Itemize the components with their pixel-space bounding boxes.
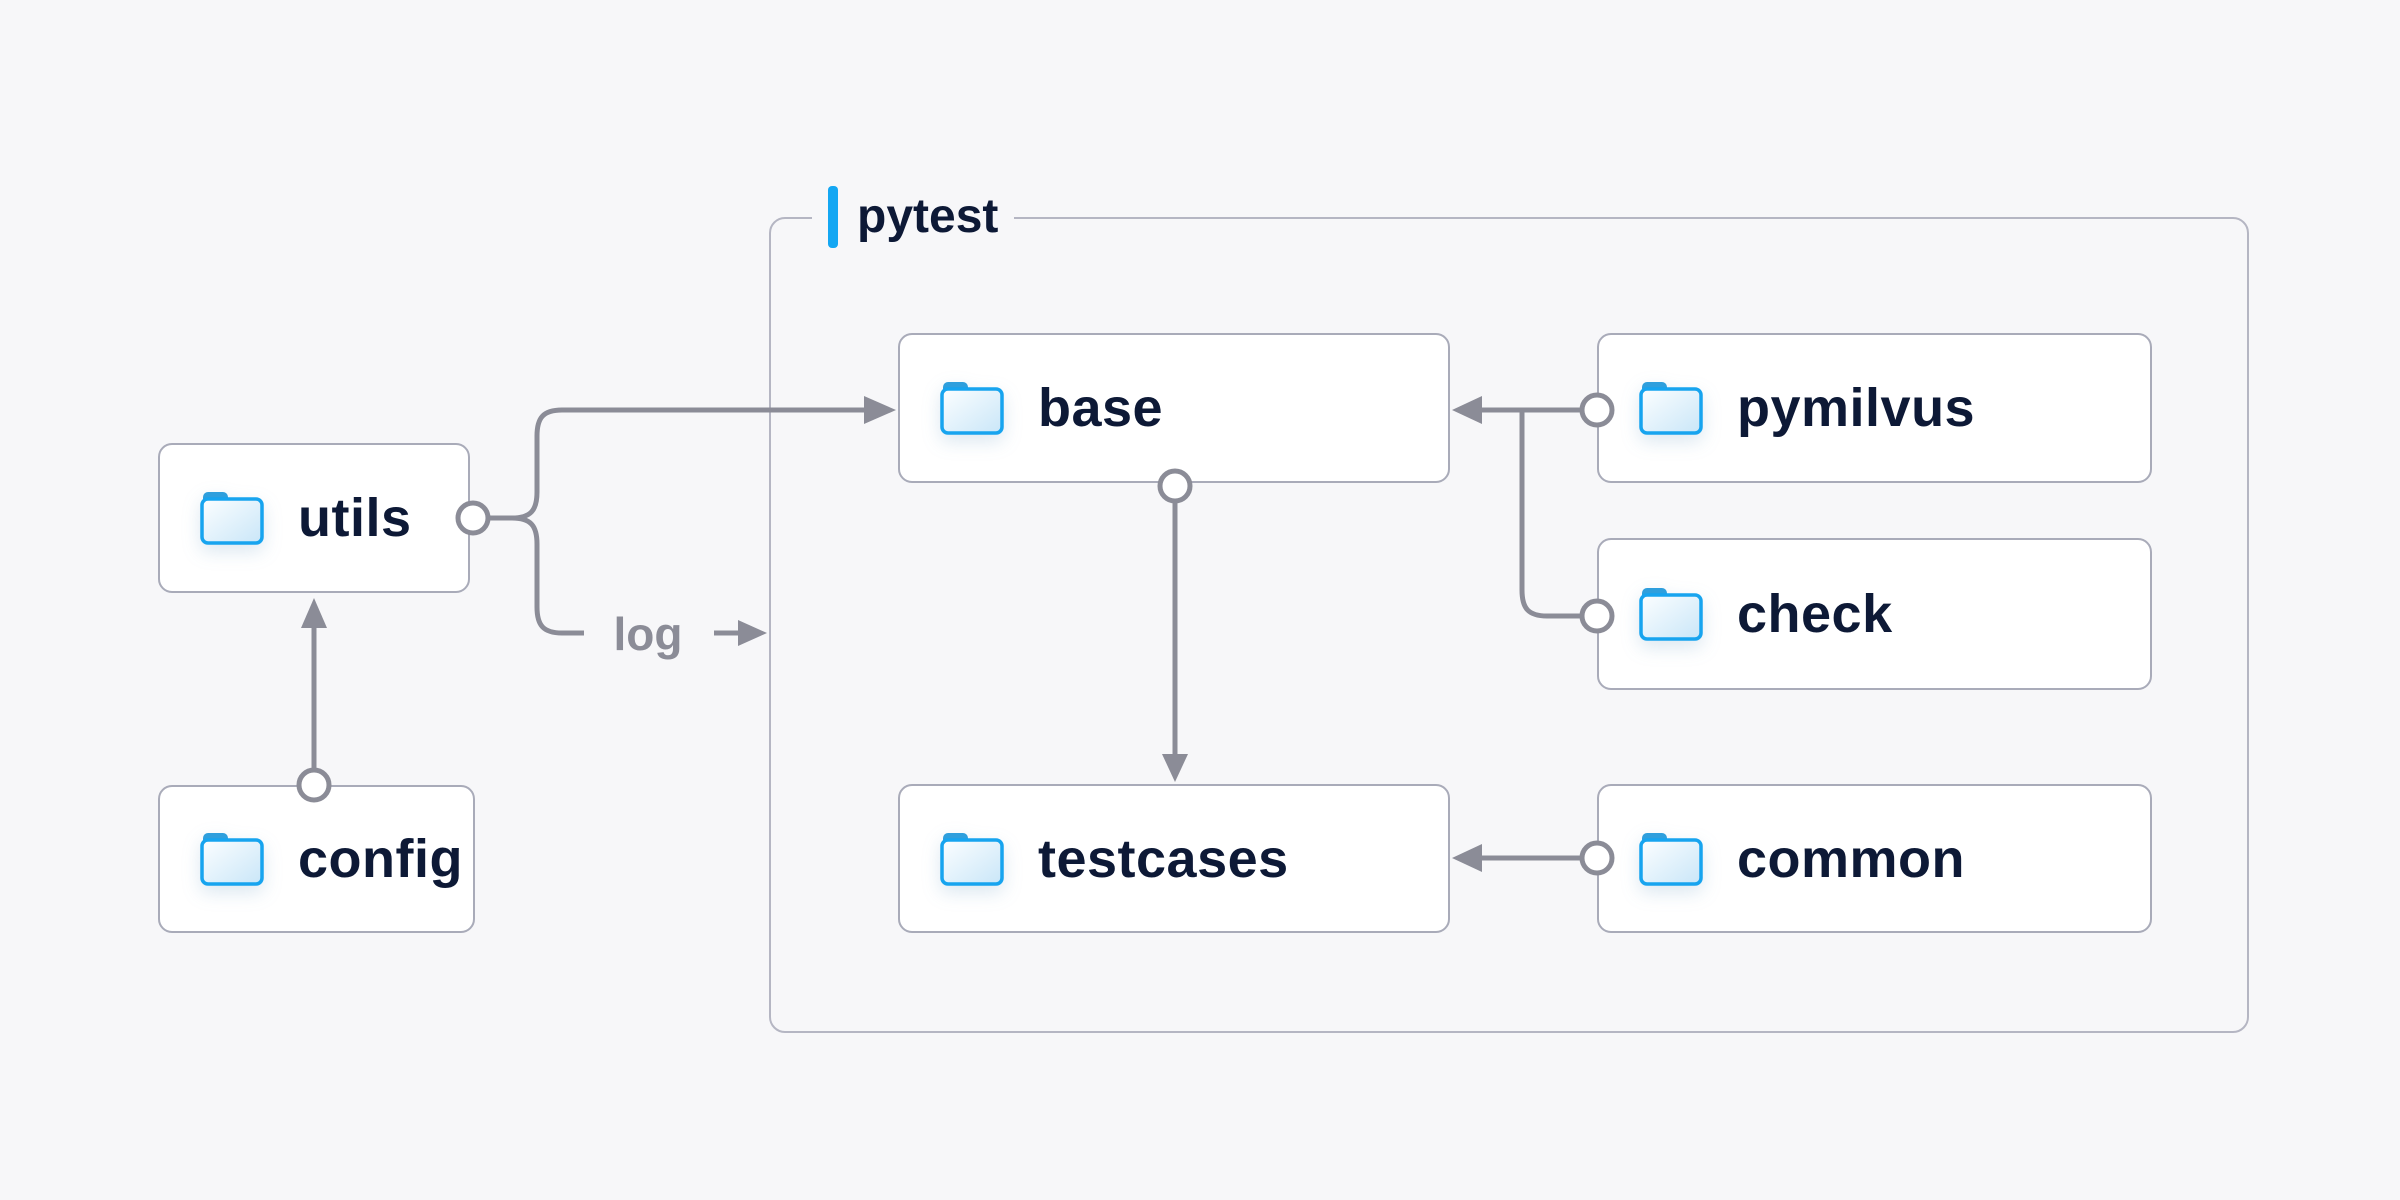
folder-icon [940,382,1004,435]
node-label: check [1737,584,1893,644]
node-testcases: testcases [898,784,1450,933]
folder-icon [1639,832,1703,886]
folder-icon [200,492,264,545]
folder-icon [1639,588,1703,641]
arrowhead-log [738,620,767,646]
accent-bar [828,186,838,248]
edge-utils-log [511,515,584,636]
arrowhead-into-utils-bottom [301,598,327,628]
pytest-group-container [769,217,2249,1033]
node-common: common [1597,784,2152,933]
node-label: config [298,829,463,889]
folder-icon [1639,382,1703,435]
log-edge-label: log [614,608,683,660]
node-label: pymilvus [1737,378,1976,438]
folder-icon [200,833,264,886]
node-label: testcases [1038,828,1289,889]
node-utils: utils [158,443,470,593]
node-config: config [158,785,475,933]
node-pymilvus: pymilvus [1597,333,2152,483]
node-label: common [1737,828,1966,889]
pytest-group-label: pytest [812,186,1015,248]
node-check: check [1597,538,2152,690]
folder-icon [940,832,1004,886]
pytest-group-label-text: pytest [857,190,999,243]
node-label: base [1038,378,1164,438]
node-base: base [898,333,1450,483]
node-label: utils [298,488,412,548]
